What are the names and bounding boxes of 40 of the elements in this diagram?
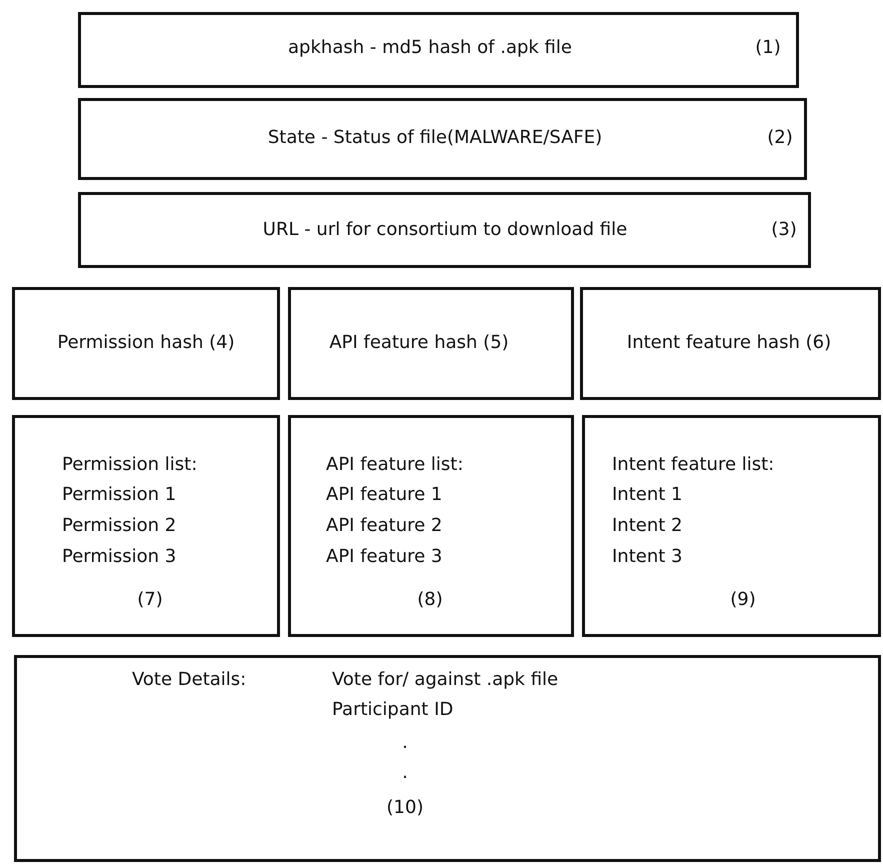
field-text: Permission 2 <box>62 515 176 537</box>
field-text: Intent 2 <box>612 515 682 537</box>
field-box <box>288 287 574 400</box>
field-box <box>78 192 811 268</box>
field-text: Intent feature list: <box>612 454 774 476</box>
field-text: Vote Details: <box>132 669 246 691</box>
field-text: (2) <box>767 127 793 149</box>
field-text: API feature list: <box>326 454 464 476</box>
field-box <box>14 655 881 862</box>
field-text: State - Status of file(MALWARE/SAFE) <box>268 127 602 149</box>
field-box <box>78 12 799 88</box>
field-text: Permission list: <box>62 454 198 476</box>
field-text: Intent 1 <box>612 484 682 506</box>
field-text: Permission 1 <box>62 484 176 506</box>
field-text: (10) <box>386 797 424 819</box>
field-text: Permission hash (4) <box>57 332 235 354</box>
field-text: Permission 3 <box>62 546 176 568</box>
field-text: Participant ID <box>332 699 454 721</box>
field-box <box>580 287 881 400</box>
field-text: API feature hash (5) <box>329 332 509 354</box>
field-box <box>12 287 280 400</box>
field-text: URL - url for consortium to download file <box>262 219 628 241</box>
field-text: (1) <box>755 37 781 59</box>
field-text: (9) <box>730 589 756 611</box>
field-text: Vote for/ against .apk file <box>332 669 558 691</box>
field-text: Intent feature hash (6) <box>626 332 832 354</box>
field-box <box>288 415 574 637</box>
field-box <box>12 415 280 637</box>
field-text: apkhash - md5 hash of .apk file <box>288 37 572 59</box>
field-text: (7) <box>137 589 163 611</box>
field-box <box>78 98 807 180</box>
field-text: . <box>402 732 408 754</box>
field-text: API feature 3 <box>326 546 442 568</box>
field-text: (3) <box>771 219 797 241</box>
field-text: API feature 2 <box>326 515 442 537</box>
field-box <box>582 415 881 637</box>
field-text: Intent 3 <box>612 546 682 568</box>
field-text: . <box>402 762 408 784</box>
field-text: (8) <box>417 589 443 611</box>
field-text: API feature 1 <box>326 484 442 506</box>
